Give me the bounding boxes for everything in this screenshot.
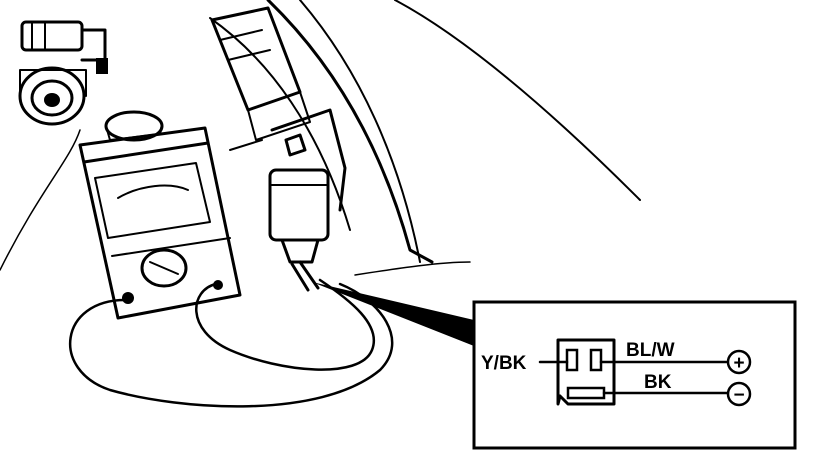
svg-text:−: − bbox=[733, 385, 744, 406]
connector-plug bbox=[20, 20, 108, 74]
label-bl-w: BL/W bbox=[626, 340, 675, 361]
positive-terminal-icon: + bbox=[726, 349, 752, 375]
label-bk: BK bbox=[644, 372, 672, 393]
negative-terminal-icon: − bbox=[726, 381, 752, 407]
pin-bottom bbox=[566, 386, 606, 400]
actuator-bracket bbox=[229, 108, 347, 264]
pin-right bbox=[589, 348, 603, 372]
sensor-cap bbox=[18, 66, 87, 126]
callout-frame bbox=[472, 300, 797, 450]
label-y-bk: Y/BK bbox=[481, 353, 527, 374]
svg-text:+: + bbox=[733, 353, 744, 374]
connector-body bbox=[556, 338, 616, 406]
pin-left bbox=[565, 348, 579, 372]
callout-leader bbox=[312, 282, 474, 346]
multimeter bbox=[78, 110, 242, 320]
engine-bay-illustration bbox=[0, 0, 641, 408]
test-leads bbox=[68, 260, 394, 408]
connector-callout: Y/BK BL/W BK + − bbox=[472, 300, 797, 450]
relay-box bbox=[210, 6, 311, 141]
